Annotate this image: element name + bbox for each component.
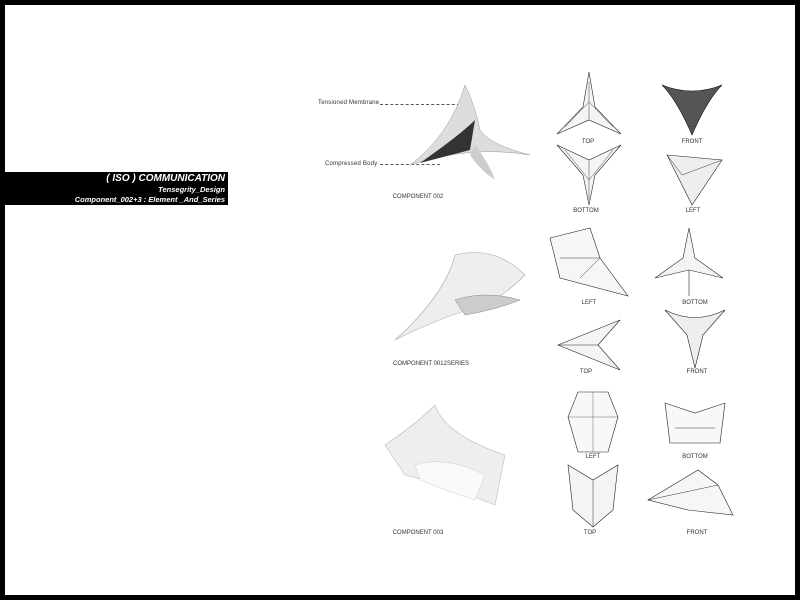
title: ( ISO ) COMMUNICATION xyxy=(106,173,225,184)
view-drawing xyxy=(557,319,621,371)
callout-line xyxy=(380,164,440,165)
component-caption: COMPONENT 0012SERIES xyxy=(393,361,469,367)
view-label: LEFT xyxy=(581,300,597,306)
callout-line xyxy=(380,104,465,105)
view-drawing xyxy=(664,402,726,444)
view-label: TOP xyxy=(579,369,593,375)
view-label: BOTTOM xyxy=(573,208,599,214)
view-drawing xyxy=(647,469,734,516)
view-label: TOP xyxy=(583,530,597,536)
view-drawing xyxy=(666,154,723,206)
component-caption: COMPONENT 003 xyxy=(392,530,444,536)
view-drawing xyxy=(661,84,723,136)
view-label: TOP xyxy=(581,139,595,145)
component-002-render xyxy=(409,84,531,180)
view-drawing xyxy=(567,391,619,453)
view-drawing xyxy=(654,227,724,296)
view-label: LEFT xyxy=(585,454,601,460)
view-label: FRONT xyxy=(686,369,708,375)
callout-compressed-body: Compressed Body xyxy=(325,161,378,167)
component-caption: COMPONENT 002 xyxy=(392,194,444,200)
view-drawing xyxy=(549,227,629,297)
view-label: BOTTOM xyxy=(682,300,708,306)
view-label: FRONT xyxy=(686,530,708,536)
view-drawing xyxy=(556,144,622,206)
view-label: BOTTOM xyxy=(682,454,708,460)
callout-tensioned-membrane: Tensioned Membrane xyxy=(318,100,380,106)
subtitle-line3: Component_002+3 : Element _And_Series xyxy=(74,195,225,204)
view-drawing xyxy=(664,309,726,369)
component-0012series-render xyxy=(394,252,526,341)
title-block: ( ISO ) COMMUNICATION Tensegrity_Design … xyxy=(5,172,228,205)
component-003-render xyxy=(384,404,506,506)
view-label: FRONT xyxy=(681,139,703,145)
view-drawing xyxy=(567,464,619,528)
view-drawing xyxy=(556,71,622,135)
view-label: LEFT xyxy=(685,208,701,214)
subtitle: Tensegrity_Design xyxy=(158,185,225,194)
